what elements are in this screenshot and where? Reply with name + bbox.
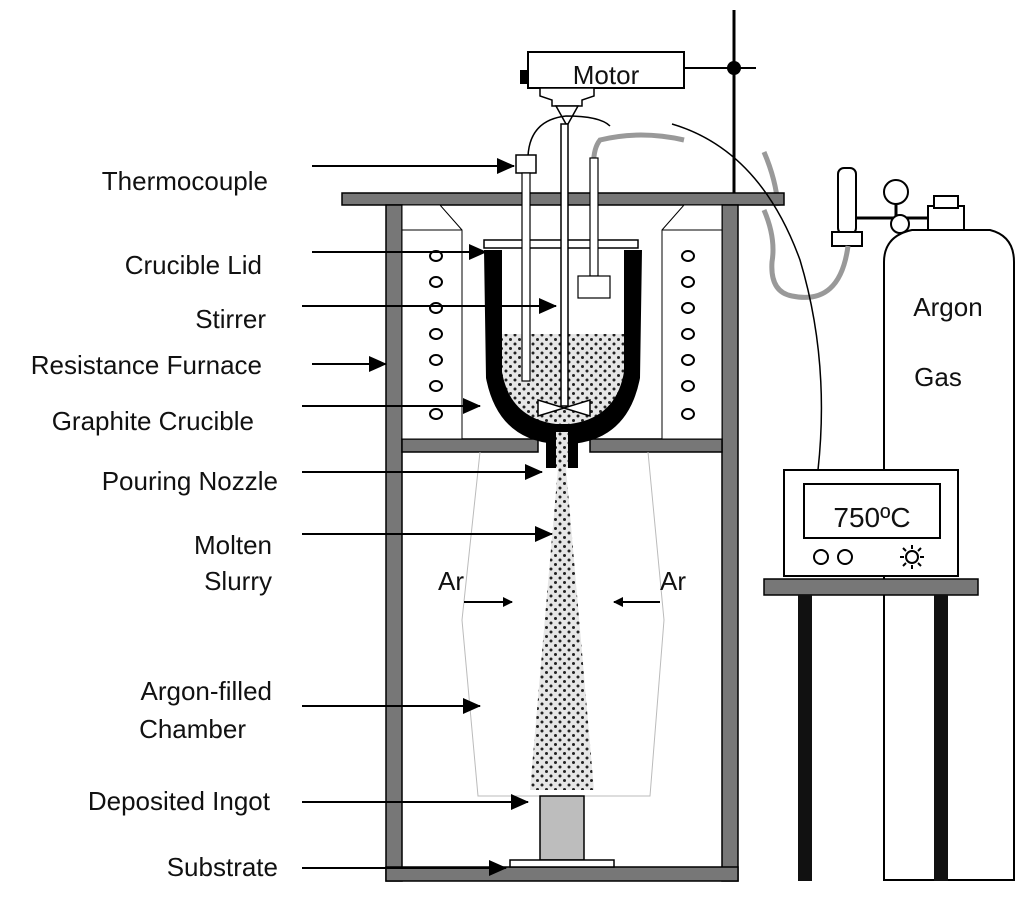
- argon-gas-hose: [761, 209, 851, 300]
- resistance-furnace-right: [661, 204, 723, 440]
- stirrer: [537, 123, 591, 418]
- power-indicator-icon: [900, 545, 924, 569]
- heating-coils-left: [429, 250, 443, 420]
- substrate-plate: [509, 859, 615, 868]
- label-resistance-furnace: Resistance Furnace: [31, 350, 262, 380]
- argon-flow-right: Ar: [613, 566, 686, 607]
- thermocouple-wire: [671, 123, 823, 471]
- label-argon-filled-chamber-line2: Chamber: [139, 714, 246, 744]
- argon-flow-label-right: Ar: [660, 566, 686, 596]
- motor: Motor: [520, 51, 685, 125]
- controller-table: [763, 578, 979, 881]
- thermocouple: [515, 115, 611, 382]
- argon-gas-hose-upper: [591, 132, 685, 173]
- label-molten-slurry-line1: Molten: [194, 530, 272, 560]
- label-molten-slurry-line2: Slurry: [204, 566, 272, 596]
- argon-flow-label-left: Ar: [438, 566, 464, 596]
- label-pouring-nozzle: Pouring Nozzle: [102, 466, 278, 496]
- controller-knob-1: [813, 549, 829, 565]
- resistance-furnace-left: [401, 204, 463, 440]
- deposited-ingot: [539, 795, 585, 861]
- label-deposited-ingot: Deposited Ingot: [88, 786, 271, 816]
- controller-display-reading: 750ºC: [833, 502, 910, 533]
- controller-knob-2: [837, 549, 853, 565]
- label-group: Thermocouple Crucible Lid Stirrer Resist…: [31, 158, 557, 882]
- label-argon-filled-chamber-line1: Argon-filled: [140, 676, 272, 706]
- argon-flow-left: Ar: [438, 566, 513, 607]
- chamber-frame: [341, 192, 785, 882]
- label-thermocouple: Thermocouple: [102, 166, 268, 196]
- label-stirrer: Stirrer: [195, 304, 266, 334]
- label-crucible-lid: Crucible Lid: [125, 250, 262, 280]
- cylinder-label-gas: Gas: [914, 362, 962, 392]
- stand-rod: [684, 10, 756, 193]
- motor-label: Motor: [573, 60, 640, 90]
- temperature-controller: 750ºC: [783, 469, 959, 577]
- argon-inlet-tube: [577, 157, 611, 299]
- atomized-spray-cone: [530, 468, 594, 790]
- stirrer-impeller: [537, 398, 591, 418]
- label-graphite-crucible: Graphite Crucible: [52, 406, 254, 436]
- label-substrate: Substrate: [167, 852, 278, 882]
- cylinder-label-argon: Argon: [913, 292, 982, 322]
- heating-coils-right: [681, 250, 695, 420]
- gas-regulator: [831, 167, 928, 247]
